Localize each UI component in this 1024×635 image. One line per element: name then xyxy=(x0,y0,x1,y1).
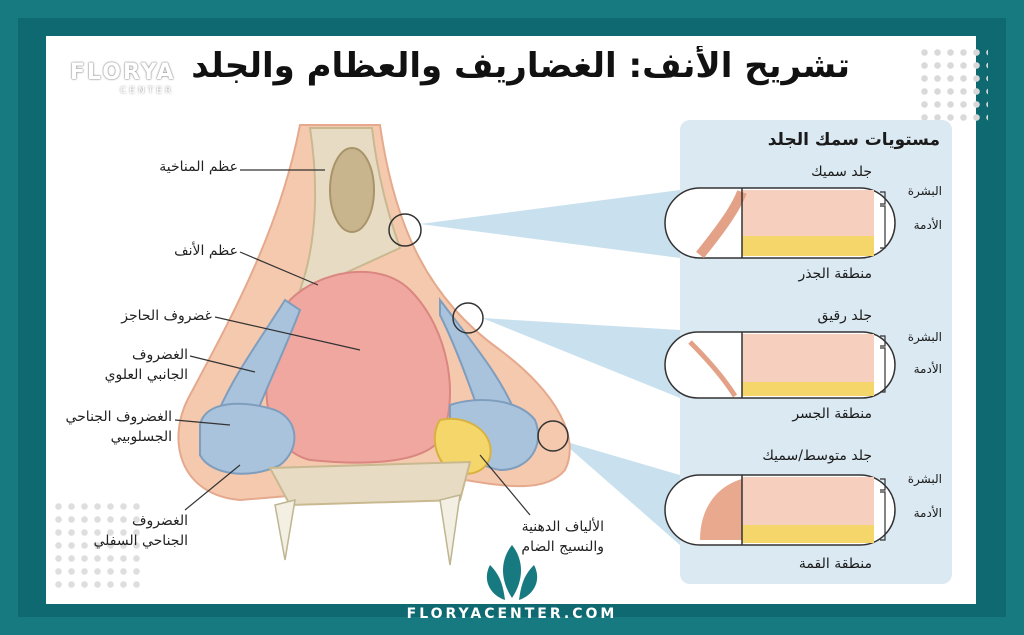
leader-sesamoid xyxy=(174,419,231,426)
level-3-dermis: الأدمة xyxy=(913,506,942,520)
decor-dots-left xyxy=(52,500,142,590)
label-fatty-2: والنسيج الضام xyxy=(521,539,604,555)
brand-logo-sub: CENTER xyxy=(120,86,175,96)
level-3-epidermis: البشرة xyxy=(907,472,942,486)
level-3-heading: جلد متوسط/سميك xyxy=(762,448,872,464)
bracket-epi-3 xyxy=(880,478,886,491)
skin-section-2 xyxy=(664,331,896,399)
bracket-derm-2 xyxy=(880,347,886,393)
label-nasal-bone-top: عظم المناخية xyxy=(159,159,238,175)
tooth-right xyxy=(439,494,461,566)
label-lower-lateral-1: الغضروف xyxy=(131,513,188,529)
label-nasal-bone: عظم الأنف xyxy=(174,243,238,259)
label-upper-lateral-1: الغضروف xyxy=(131,347,188,363)
zoom-circle-2 xyxy=(452,302,484,334)
label-septal-cartilage: غضروف الحاجز xyxy=(121,308,212,324)
label-lower-lateral-2: الجناحي السفلي xyxy=(93,533,189,549)
leader-nasal-bone xyxy=(239,251,319,286)
leader-fatty xyxy=(479,454,531,516)
page-title: تشريح الأنف: الغضاريف والعظام والجلد xyxy=(191,46,850,86)
zoom-circle-1 xyxy=(388,213,422,247)
level-2-dermis: الأدمة xyxy=(913,362,942,376)
footer-url[interactable]: FLORYACENTER.COM xyxy=(406,606,618,622)
level-2-region: منطقة الجسر xyxy=(792,406,872,422)
level-2-heading: جلد رقيق xyxy=(817,308,872,324)
label-upper-lateral-2: الجانبي العلوي xyxy=(104,367,188,383)
bracket-derm-3 xyxy=(880,491,886,541)
leader-septal xyxy=(214,316,361,351)
skin-section-1 xyxy=(664,187,896,259)
level-1-epidermis: البشرة xyxy=(907,184,942,198)
footer-logo-icon xyxy=(486,545,538,600)
alar-cartilage-left xyxy=(199,402,296,475)
label-sesamoid-1: الغضروف الجناحي xyxy=(65,409,172,425)
tooth-left xyxy=(274,498,296,561)
decor-dots-right xyxy=(918,46,988,126)
level-1-region: منطقة الجذر xyxy=(798,266,872,282)
brand-logo-text: FLORYA xyxy=(70,60,176,85)
label-sesamoid-2: الجسلوبيي xyxy=(110,429,172,445)
zoom-beam-3 xyxy=(560,440,680,545)
leader-lower-lateral xyxy=(184,464,241,511)
zoom-beam-2 xyxy=(482,318,680,398)
level-1-dermis: الأدمة xyxy=(913,218,942,232)
label-fatty-1: الألياف الدهنية xyxy=(521,519,604,535)
leader-upper-lateral xyxy=(189,355,256,373)
skin-section-3 xyxy=(664,474,896,546)
bracket-epi-2 xyxy=(880,335,886,347)
frontal-sinus xyxy=(329,147,375,233)
level-3-region: منطقة القمة xyxy=(798,556,872,572)
level-2-epidermis: البشرة xyxy=(907,330,942,344)
fatty-tissue-shape xyxy=(433,417,492,475)
panel-title: مستويات سمك الجلد xyxy=(767,130,940,150)
bracket-epi-1 xyxy=(880,191,886,205)
base-bone-shape xyxy=(268,460,472,507)
bracket-derm-1 xyxy=(880,205,886,249)
level-1-heading: جلد سميك xyxy=(811,164,872,180)
zoom-circle-3 xyxy=(537,420,569,452)
zoom-beam-1 xyxy=(420,190,680,258)
